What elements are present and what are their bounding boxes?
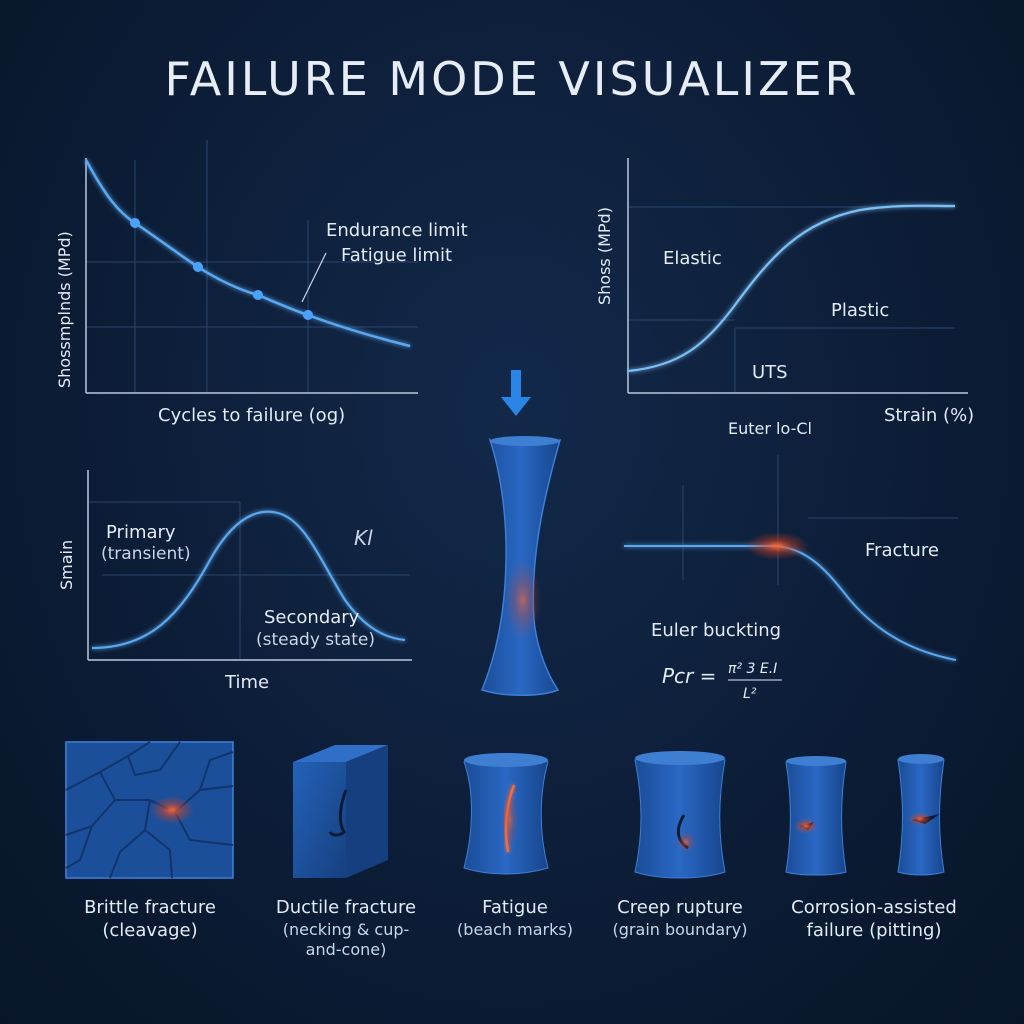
creep-symbol: Kl — [354, 526, 373, 550]
buckling-curve — [624, 545, 957, 661]
sn-annotation-endurance: Endurance limit — [326, 220, 468, 241]
mode-name: Ductile fracture — [275, 897, 417, 918]
ductile-fracture-illustration — [293, 745, 388, 878]
sn-grid — [86, 140, 418, 393]
mode-name: Corrosion-assisted — [791, 897, 957, 918]
mode-caption-corrosion: Corrosion-assisted failure (pitting) — [774, 897, 974, 942]
brittle-fracture-illustration — [65, 741, 234, 879]
ss-curve — [627, 204, 956, 373]
sn-point — [253, 290, 263, 300]
sn-point — [193, 262, 203, 272]
ss-y-label: Shoss (MPd) — [595, 207, 614, 305]
ss-label-uts: UTS — [752, 362, 788, 383]
page-title: FAILURE MODE VISUALIZER — [164, 52, 860, 106]
creep-label-secondary: Secondary — [264, 607, 360, 628]
buckling-formula-num: π² 3 E.I — [728, 661, 777, 677]
creep-curve — [91, 510, 406, 650]
creep-chart: Primary (transient) Secondary (steady st… — [57, 470, 412, 693]
buckling-formula-lhs: Pcr = — [662, 664, 716, 688]
buckling-label-euler: Euler buckting — [651, 620, 781, 641]
sn-annotation-leader — [301, 252, 327, 303]
mode-name: Creep rupture — [617, 897, 743, 918]
mode-sub: failure (pitting) — [806, 919, 942, 941]
sn-annotation-fatigue: Fatigue limit — [341, 245, 452, 266]
mode-sub: (cleavage) — [102, 919, 198, 941]
sn-x-label: Cycles to failure (og) — [158, 405, 345, 426]
sn-point — [130, 218, 140, 228]
ss-label-plastic: Plastic — [831, 300, 889, 321]
mode-sub: (necking & cup-and-cone) — [282, 919, 410, 959]
specimen-top-face — [490, 436, 560, 446]
ss-label-elastic: Elastic — [663, 248, 722, 269]
sn-y-label: Shossmplnds (MPd) — [55, 231, 74, 388]
mode-caption-brittle: Brittle fracture (cleavage) — [60, 897, 240, 942]
ss-x-label: Strain (%) — [884, 405, 974, 426]
mode-caption-fatigue: Fatigue (beach marks) — [440, 897, 590, 940]
tensile-specimen — [481, 370, 562, 696]
corrosion-illustration — [785, 754, 945, 876]
mode-caption-creep: Creep rupture (grain boundary) — [600, 897, 760, 940]
ss-below-label: Euter lo-Cl — [728, 419, 812, 438]
creep-label-primary: Primary — [106, 522, 176, 543]
sn-curve — [84, 159, 411, 348]
ss-grid — [628, 206, 955, 393]
buckling-label-fracture: Fracture — [865, 540, 939, 561]
specimen-hotspot — [505, 560, 541, 640]
mode-caption-ductile: Ductile fracture (necking & cup-and-cone… — [258, 897, 434, 960]
mode-name: Fatigue — [482, 897, 548, 918]
load-arrow-icon — [501, 370, 531, 416]
fatigue-illustration — [463, 753, 549, 875]
creep-rupture-illustration — [634, 751, 726, 879]
sn-point — [303, 310, 313, 320]
creep-x-label: Time — [224, 672, 269, 693]
creep-y-label: Smain — [57, 540, 76, 590]
stress-strain-chart: Elastic Plastic UTS Strain (%) Shoss (MP… — [595, 158, 974, 438]
buckling-formula-den: L² — [743, 686, 757, 702]
creep-label-primary-sub: (transient) — [101, 544, 191, 564]
buckling-chart: Fracture Euler buckting Pcr = π² 3 E.I L… — [624, 455, 958, 702]
creep-label-secondary-sub: (steady state) — [256, 630, 375, 650]
sn-chart: Endurance limit Fatigue limit Cycles to … — [55, 140, 468, 426]
mode-name: Brittle fracture — [84, 897, 216, 918]
creep-grid — [88, 501, 410, 660]
buckling-hotspot — [745, 532, 809, 560]
mode-sub: (beach marks) — [457, 919, 573, 939]
mode-sub: (grain boundary) — [612, 919, 748, 939]
